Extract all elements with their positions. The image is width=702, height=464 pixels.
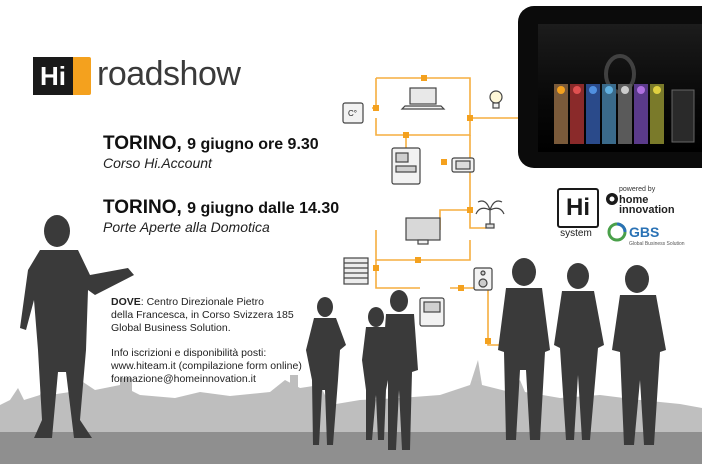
- event-1: TORINO, 9 giugno ore 9.30 Corso Hi.Accou…: [103, 133, 319, 171]
- gbs-logo: GBS Global Business Solution: [607, 222, 697, 250]
- lightbulb-icon: [489, 90, 503, 109]
- hi-roadshow-logo: Hi roadshow: [33, 55, 273, 97]
- ground: [0, 432, 702, 464]
- laptop-icon: [400, 87, 446, 110]
- tablet-screen: [538, 24, 702, 152]
- tablet-app-tiles: [554, 84, 695, 144]
- registration-title: Info iscrizioni e disponibilità posti:: [111, 347, 267, 359]
- where-label: DOVE: [111, 296, 141, 308]
- where-text: : Centro Direzionale Pietro: [140, 296, 264, 308]
- event-1-city: TORINO,: [103, 133, 182, 154]
- event-info: DOVE: Centro Direzionale Pietro della Fr…: [111, 296, 321, 386]
- woman-silhouette: [306, 297, 346, 445]
- email-link[interactable]: formazione@homeinnovation.it: [111, 373, 256, 385]
- gbs-text: GBS: [629, 224, 660, 240]
- event-2-title: TORINO, 9 giugno dalle 14.30: [103, 197, 339, 219]
- home-innovation-logo: powered by home innovation: [605, 186, 695, 216]
- event-1-when: 9 giugno ore 9.30: [187, 136, 319, 153]
- intercom-icon: [391, 147, 421, 185]
- event-2-subtitle: Porte Aperte alla Domotica: [103, 219, 270, 235]
- radiator-icon: [343, 257, 369, 285]
- powered-by-text: powered by: [619, 186, 656, 193]
- address-line-3: Global Business Solution.: [111, 322, 231, 334]
- switch-icon: [451, 157, 475, 173]
- group-silhouettes: [498, 258, 666, 445]
- event-2: TORINO, 9 giugno dalle 14.30 Porte Apert…: [103, 197, 339, 235]
- tv-icon: [405, 217, 441, 245]
- video-entry-icon: [419, 297, 445, 327]
- home-innovation-icon: [606, 193, 618, 205]
- thermostat-icon: C°: [342, 102, 364, 124]
- logo-word: roadshow: [97, 55, 241, 93]
- people-silhouettes: [20, 215, 666, 450]
- logo-mark-text: Hi: [33, 57, 73, 95]
- home-innovation-text: home innovation: [619, 194, 675, 216]
- address-line-2: della Francesca, in Corso Svizzera 185: [111, 309, 294, 321]
- presenter-silhouette: [20, 215, 134, 438]
- couple-silhouette: [362, 290, 418, 450]
- gbs-icon: [607, 222, 627, 242]
- where-line: DOVE: Centro Direzionale Pietro: [111, 296, 321, 309]
- network-nodes: [373, 75, 491, 344]
- hi-system-logo: Hi system: [555, 188, 599, 240]
- logo-mark: Hi: [33, 57, 91, 95]
- sprinkler-icon: [475, 200, 505, 229]
- event-2-city: TORINO,: [103, 197, 182, 218]
- gbs-subtext: Global Business Solution: [629, 241, 685, 247]
- hi-system-mark: Hi: [557, 188, 599, 228]
- event-1-title: TORINO, 9 giugno ore 9.30: [103, 133, 319, 155]
- hi-system-label: system: [560, 228, 592, 239]
- website-link[interactable]: www.hiteam.it (compilazione form online): [111, 360, 302, 372]
- event-2-when: 9 giugno dalle 14.30: [187, 200, 340, 217]
- tablet-ui: [554, 54, 695, 144]
- event-1-subtitle: Corso Hi.Account: [103, 155, 212, 171]
- speaker-icon: [473, 267, 493, 291]
- svg-text:C°: C°: [348, 109, 357, 118]
